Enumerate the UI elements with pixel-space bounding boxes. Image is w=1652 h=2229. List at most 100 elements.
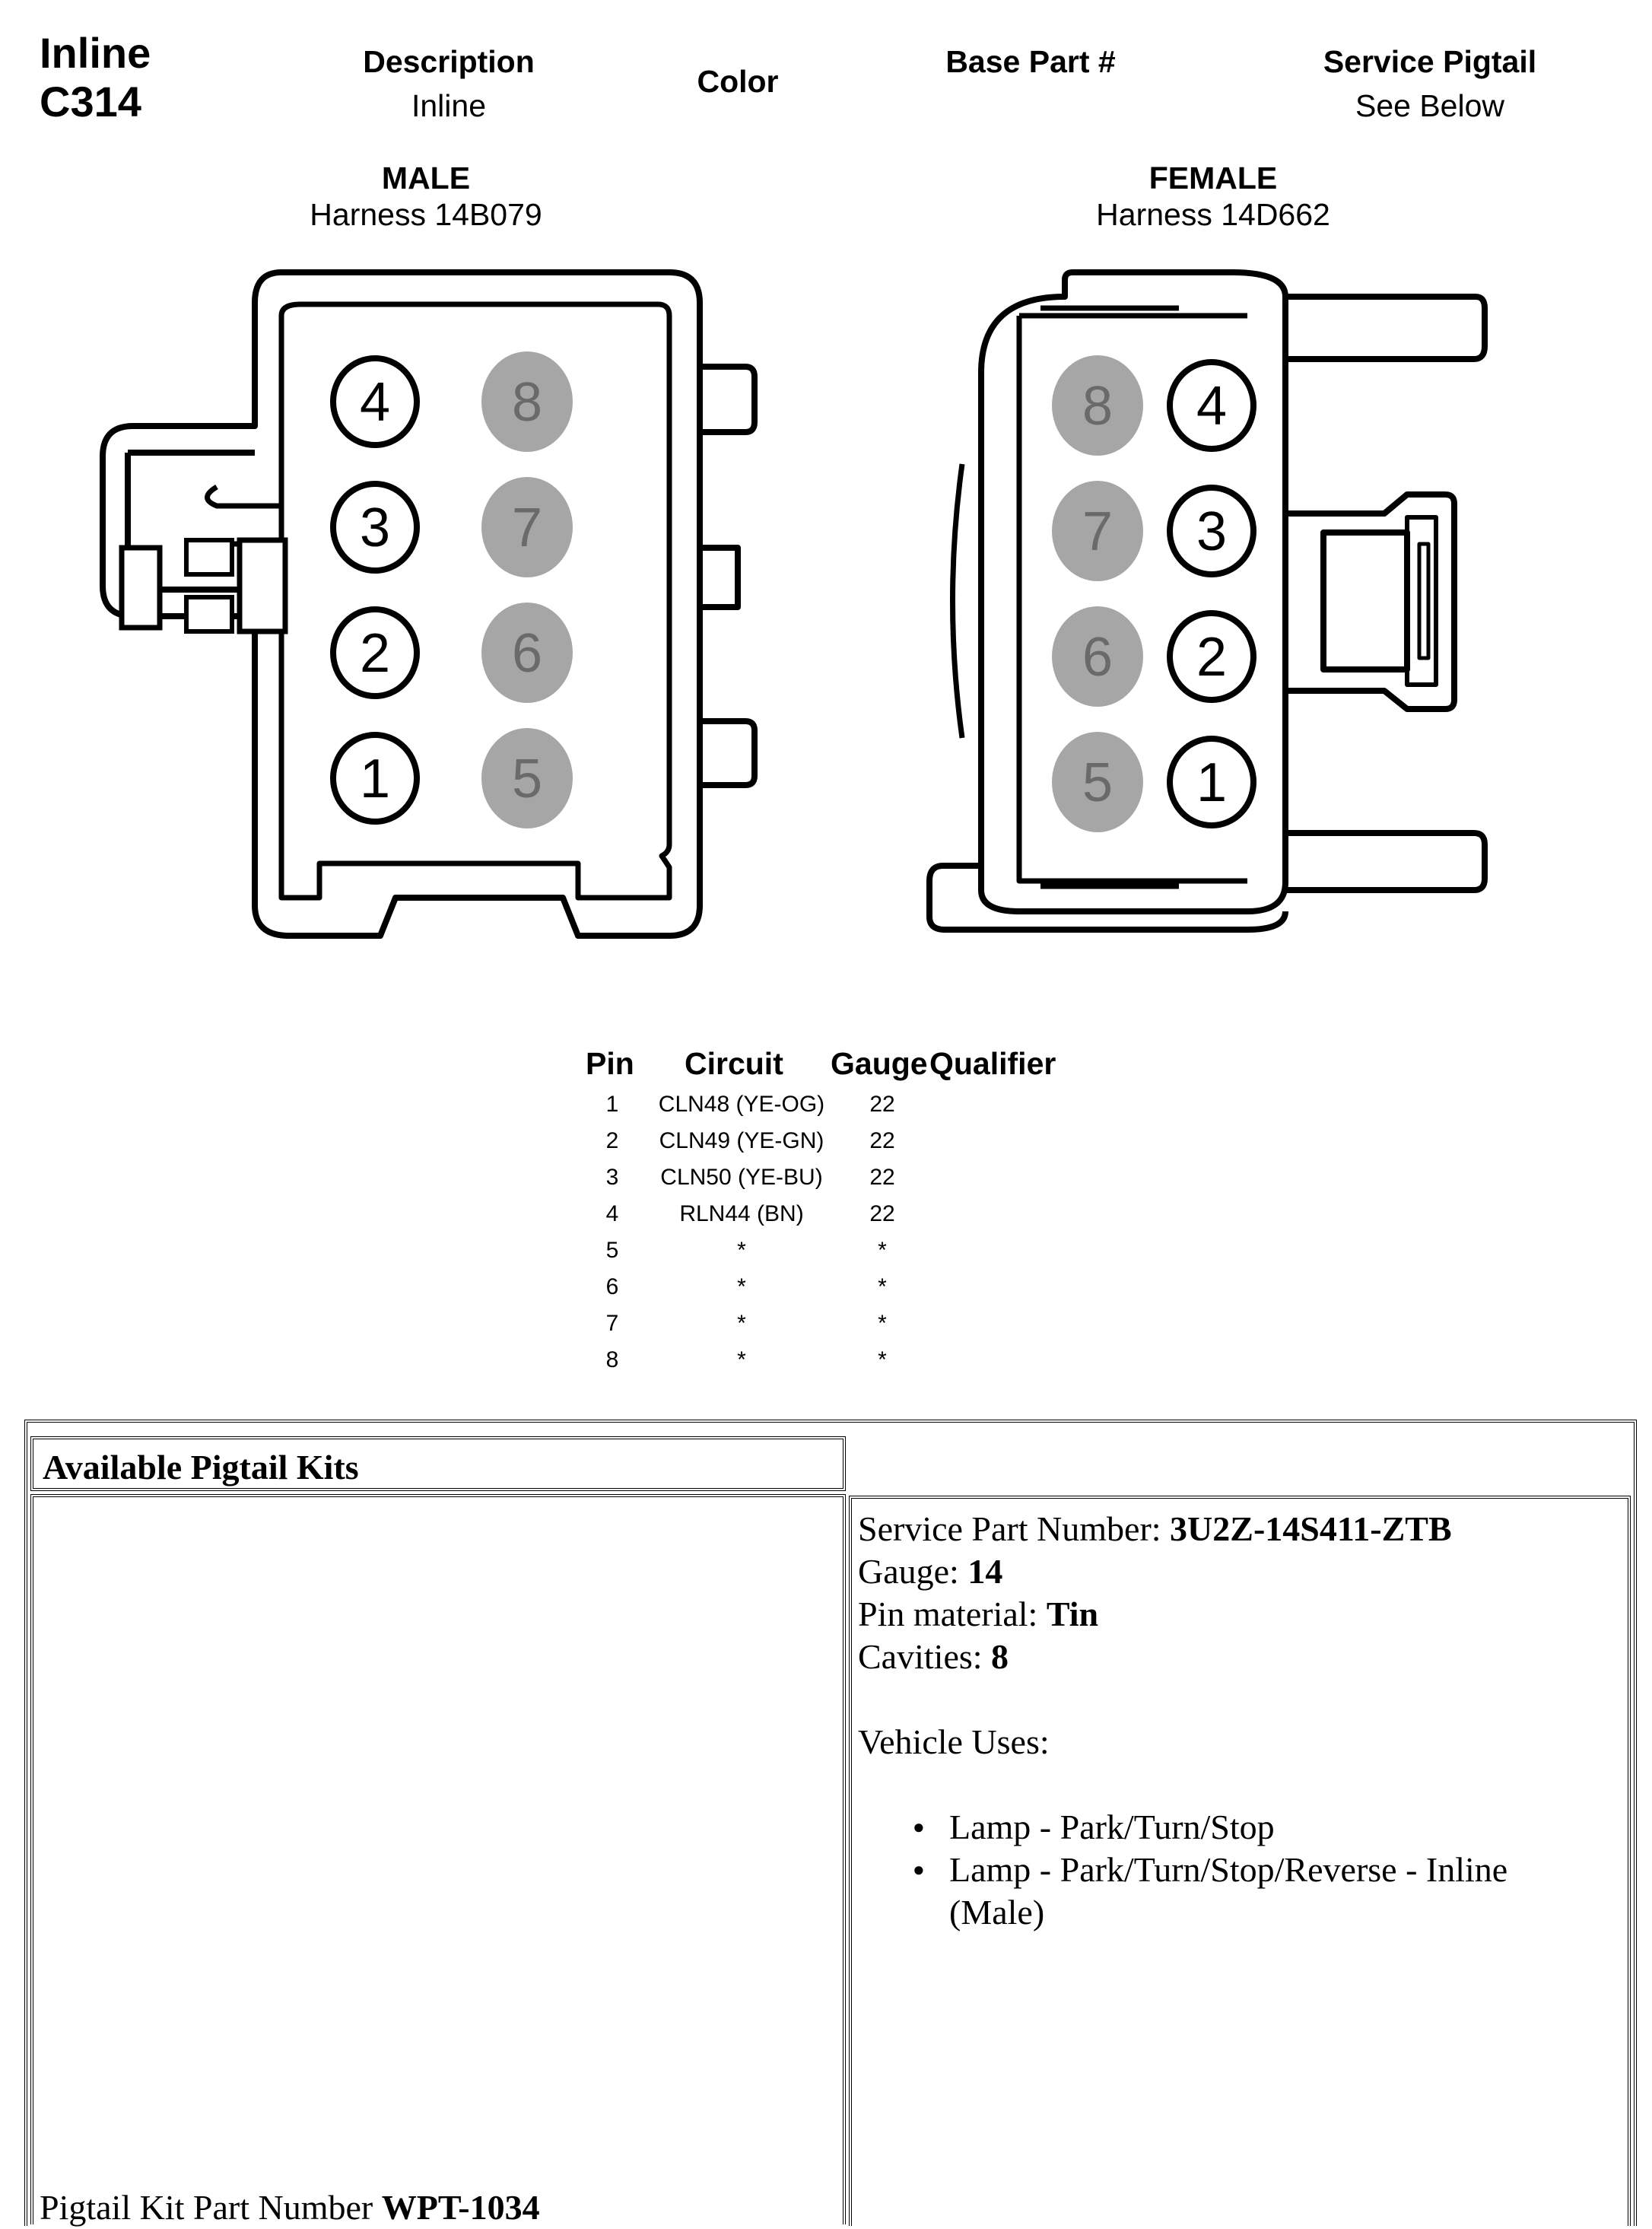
vehicle-uses-list: Lamp - Park/Turn/Stop Lamp - Park/Turn/S… <box>858 1806 1588 1934</box>
pin-number-cell: 7 <box>605 1311 619 1336</box>
female-harness: Harness 14D662 <box>1096 197 1330 232</box>
vehicle-uses-label: Vehicle Uses: <box>858 1722 1050 1761</box>
female-pin-label: 8 <box>1082 376 1113 437</box>
circuit-cell: CLN50 (YE-BU) <box>660 1165 823 1190</box>
kit-image-cell: Pigtail Kit Part Number WPT-1034 <box>30 1494 846 2227</box>
gauge-label: Gauge: <box>858 1552 968 1591</box>
connector-title: Inline C314 <box>40 29 151 126</box>
circuit-cell: CLN49 (YE-GN) <box>659 1128 824 1153</box>
pin-number-cell: 6 <box>605 1274 619 1299</box>
gauge-cell: 22 <box>869 1165 895 1190</box>
kit-part-number: Pigtail Kit Part Number WPT-1034 <box>40 2186 540 2229</box>
female-housing-outline <box>978 269 1288 914</box>
gauge-cell: * <box>878 1274 887 1299</box>
female-pin-cavity <box>1167 736 1256 828</box>
vehicle-use-item: Lamp - Park/Turn/Stop <box>913 1806 1588 1849</box>
connector-id: C314 <box>40 78 141 126</box>
pin-material-value: Tin <box>1046 1595 1099 1633</box>
qualifier-header: Qualifier <box>929 1046 1056 1081</box>
female-pin-label: 2 <box>1196 627 1227 688</box>
pin-material-line: Pin material: Tin <box>858 1593 1628 1636</box>
male-connector-diagram: 4 3 2 1 8 7 6 5 <box>100 269 758 939</box>
service-pigtail-value: See Below <box>1355 88 1504 123</box>
male-pin-label: 2 <box>360 623 390 684</box>
base-part-label: Base Part # <box>945 44 1116 79</box>
male-tab-top <box>700 364 758 435</box>
female-pin-label: 7 <box>1082 501 1113 562</box>
female-pin-cavity <box>1052 355 1143 456</box>
vehicle-use-item: Lamp - Park/Turn/Stop/Reverse - Inline (… <box>913 1849 1588 1934</box>
male-harness: Harness 14B079 <box>310 197 542 232</box>
color-column: Color <box>654 59 821 103</box>
gauge-header: Gauge <box>831 1046 928 1081</box>
circuit-cell: * <box>737 1274 746 1299</box>
circuit-cell: * <box>737 1347 746 1372</box>
cavities-line: Cavities: 8 <box>858 1636 1628 1678</box>
cavities-label: Cavities: <box>858 1637 992 1676</box>
female-housing-inner <box>1016 313 1247 884</box>
pin-header: Pin <box>586 1046 634 1081</box>
pigtail-kits-frame <box>24 1420 1637 2226</box>
male-tab-mid <box>700 545 741 610</box>
male-pin-label: 8 <box>512 372 542 433</box>
gauge-cell: * <box>878 1311 887 1336</box>
female-pin-label: 3 <box>1196 501 1227 562</box>
female-latch <box>1285 491 1457 712</box>
description-label: Description <box>363 44 535 79</box>
male-pin-group: 4 3 2 1 8 7 6 5 <box>330 351 573 828</box>
male-caption: MALE Harness 14B079 <box>274 160 578 233</box>
circuit-header: Circuit <box>685 1046 783 1081</box>
female-pin-cavity <box>1167 610 1256 703</box>
female-title: FEMALE <box>1148 161 1278 196</box>
kit-details-cell: Service Part Number: 3U2Z-14S411-ZTB Gau… <box>849 1496 1631 2226</box>
female-pin-group: 8 7 6 5 4 3 2 1 <box>1052 355 1256 832</box>
kits-heading-cell: Available Pigtail Kits <box>30 1436 846 1491</box>
service-pigtail-column: Service Pigtail See Below <box>1278 40 1582 128</box>
description-column: Description Inline <box>335 40 563 128</box>
male-pin-label: 4 <box>360 372 390 433</box>
male-housing-outline <box>100 269 703 939</box>
male-pin-cavity <box>330 732 420 825</box>
pin-material-label: Pin material: <box>858 1595 1047 1633</box>
male-pin-cavity <box>481 351 573 452</box>
male-pin-label: 7 <box>512 498 542 558</box>
male-tab-bot <box>700 718 758 788</box>
female-pin-label: 4 <box>1196 376 1227 437</box>
gauge-cell: 22 <box>869 1092 895 1117</box>
female-pin-cavity <box>1167 359 1256 452</box>
male-latch-block <box>119 545 163 631</box>
pin-number-cell: 8 <box>605 1347 619 1372</box>
male-pin-cavity <box>330 481 420 574</box>
male-pin-cavity <box>481 603 573 703</box>
gauge-cell: * <box>878 1347 887 1372</box>
female-caption: FEMALE Harness 14D662 <box>1061 160 1365 233</box>
cavities-value: 8 <box>991 1637 1009 1676</box>
circuit-cell: * <box>737 1238 746 1263</box>
male-pin-label: 6 <box>512 623 542 684</box>
gauge-line: Gauge: 14 <box>858 1550 1628 1593</box>
base-part-column: Base Part # <box>905 40 1156 84</box>
kits-heading: Available Pigtail Kits <box>43 1448 359 1487</box>
male-pin-label: 1 <box>360 749 390 809</box>
service-part-value: 3U2Z-14S411-ZTB <box>1170 1509 1452 1548</box>
male-pin-cavity <box>481 728 573 828</box>
male-pin-cavity <box>481 477 573 577</box>
female-pin-label: 6 <box>1082 627 1113 688</box>
pin-number-cell: 4 <box>605 1201 619 1226</box>
male-pin-label: 3 <box>360 498 390 558</box>
male-title: MALE <box>381 161 471 196</box>
male-housing-inner <box>278 301 672 901</box>
female-pin-label: 1 <box>1196 752 1227 813</box>
male-pin-label: 5 <box>512 749 542 809</box>
female-prong-top <box>1285 294 1488 362</box>
gauge-cell: 22 <box>869 1201 895 1226</box>
female-pin-cavity <box>1167 485 1256 577</box>
kit-part-label: Pigtail Kit Part Number <box>40 2188 382 2227</box>
female-handle <box>926 863 1288 933</box>
female-pin-cavity <box>1052 481 1143 581</box>
color-label: Color <box>697 64 779 99</box>
male-pin-cavity <box>330 355 420 448</box>
gauge-cell: 22 <box>869 1128 895 1153</box>
gauge-value: 14 <box>967 1552 1003 1591</box>
female-pin-label: 5 <box>1082 752 1113 813</box>
